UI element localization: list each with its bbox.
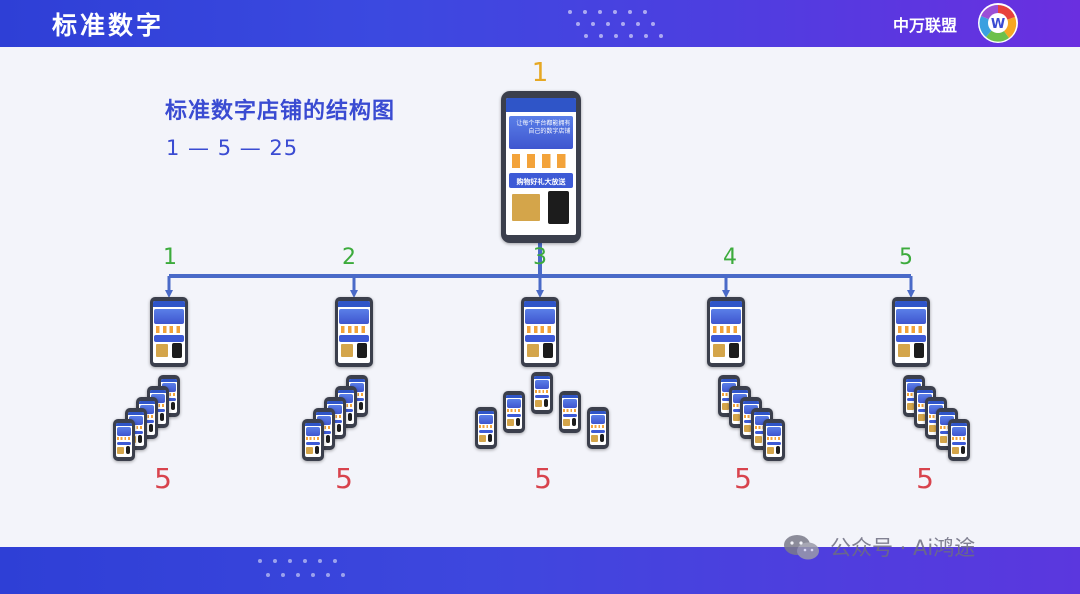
group-count-2: 5 [335, 462, 353, 495]
brand-name: 中万联盟 [893, 16, 958, 35]
group-3-sub-store-phone-4 [475, 407, 497, 449]
group-1-sub-store-phone-5 [113, 419, 135, 461]
group-count-1: 5 [154, 462, 172, 495]
root-number: 1 [531, 58, 549, 88]
group-count-4: 5 [734, 462, 752, 495]
watermark: 公众号 · Ai鸿途 [782, 532, 975, 562]
decorative-dots [258, 559, 345, 577]
watermark-text: 公众号 · Ai鸿途 [830, 536, 976, 560]
group-3-sub-store-phone-1 [531, 372, 553, 414]
group-count-3: 5 [534, 462, 552, 495]
phone-screen: 让每个平台都能拥有自己的数字店铺 购物好礼大放送 [506, 98, 576, 235]
branch-2-store-phone [335, 297, 373, 367]
branch-4-store-phone [707, 297, 745, 367]
group-count-5: 5 [916, 462, 934, 495]
group-4-sub-store-phone-5 [763, 419, 785, 461]
branch-number-4: 4 [723, 245, 737, 270]
branch-number-2: 2 [342, 245, 356, 270]
branch-3-store-phone [521, 297, 559, 367]
group-3-sub-store-phone-2 [503, 391, 525, 433]
group-3-sub-store-phone-5 [587, 407, 609, 449]
branch-number-1: 1 [163, 245, 177, 270]
diagram-formula: 1 — 5 — 25 [166, 136, 299, 160]
branch-1-store-phone [150, 297, 188, 367]
brand-logo-icon: W [978, 3, 1018, 43]
diagram-title: 标准数字店铺的结构图 [165, 99, 396, 124]
branch-number-3: 3 [533, 245, 547, 270]
slide-title: 标准数字 [52, 11, 165, 40]
group-5-sub-store-phone-5 [948, 419, 970, 461]
slide-footer [0, 547, 1080, 594]
group-3-sub-store-phone-3 [559, 391, 581, 433]
wechat-icon [784, 535, 819, 560]
group-2-sub-store-phone-5 [302, 419, 324, 461]
branch-5-store-phone [892, 297, 930, 367]
phone-promo-text: 购物好礼大放送 [516, 177, 566, 186]
branch-number-5: 5 [899, 245, 913, 270]
slide-header: 标准数字 中万联盟 W [0, 0, 1080, 47]
root-store-phone: 让每个平台都能拥有自己的数字店铺 购物好礼大放送 [501, 91, 581, 243]
logo-letter: W [991, 17, 1005, 32]
decorative-dots [568, 10, 663, 38]
phone-banner-text: 让每个平台都能拥有自己的数字店铺 [516, 119, 571, 135]
